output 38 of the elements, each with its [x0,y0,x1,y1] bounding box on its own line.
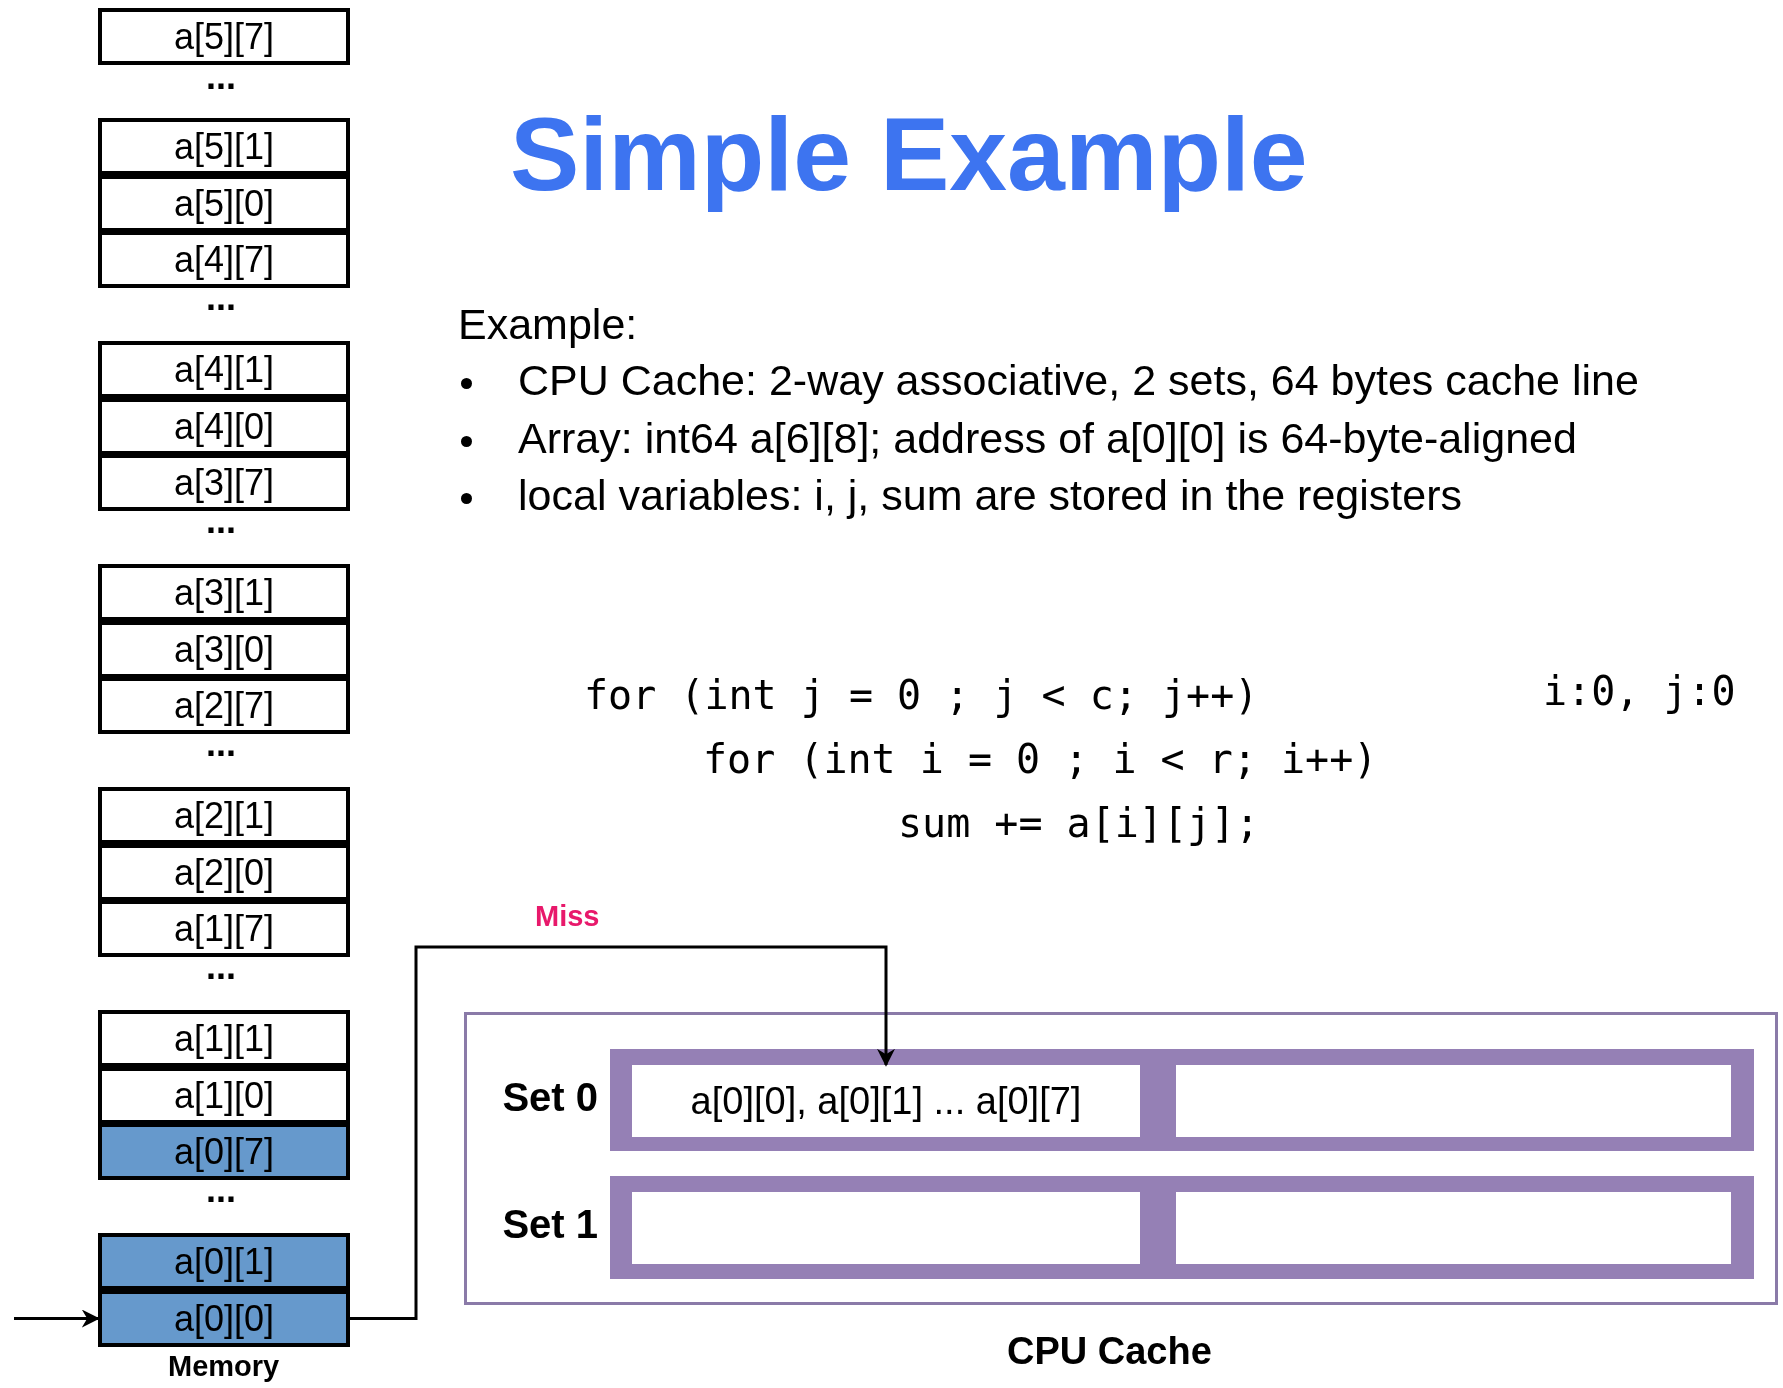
bullet-item: Array: int64 a[6][8]; address of a[0][0] is 64-byte-aligned [518,414,1577,463]
memory-cell: a[0][1] [98,1233,350,1290]
slide-title: Simple Example [510,95,1308,214]
cache-line-slot: a[0][0], a[0][1] ... a[0][7] [632,1065,1140,1137]
memory-cell: a[3][0] [98,621,350,678]
bullet-item: local variables: i, j, sum are stored in the registers [518,471,1462,520]
memory-cell: a[3][7] [98,454,350,511]
code-line: for (int i = 0 ; i < r; i++) [703,736,1378,782]
cache-line-slot [1176,1192,1731,1264]
ellipsis-mark: ... [206,62,236,92]
arrow [14,1309,100,1328]
bullet-item: CPU Cache: 2-way associative, 2 sets, 64 bytes cache line [518,356,1639,405]
memory-cell: a[2][7] [98,677,350,734]
memory-cell: a[1][0] [98,1067,350,1124]
arrow [350,945,895,1320]
memory-cell: a[0][7] [98,1123,350,1180]
memory-cell: a[3][1] [98,564,350,621]
memory-cell: a[4][0] [98,398,350,455]
memory-cell: a[4][1] [98,341,350,398]
code-line: sum += a[i][j]; [898,800,1260,846]
memory-cell: a[5][1] [98,118,350,175]
cache-line-slot [632,1192,1140,1264]
memory-cell: a[2][0] [98,844,350,901]
cache-caption: CPU Cache [1007,1330,1212,1373]
memory-cell: a[4][7] [98,231,350,288]
code-line: for (int j = 0 ; j < c; j++) [584,672,1259,718]
memory-cell: a[1][1] [98,1010,350,1067]
cache-line-slot [1176,1065,1731,1137]
set-label: Set 1 [502,1202,598,1247]
memory-cell: a[5][7] [98,8,350,65]
memory-cell: a[5][0] [98,175,350,232]
set-label: Set 0 [502,1075,598,1120]
heading-text: Example: [458,300,638,349]
memory-caption: Memory [168,1350,280,1383]
memory-cell: a[1][7] [98,900,350,957]
code-line: i:0, j:0 [1543,668,1736,714]
memory-cell: a[2][1] [98,787,350,844]
memory-cell: a[0][0] [98,1290,350,1347]
